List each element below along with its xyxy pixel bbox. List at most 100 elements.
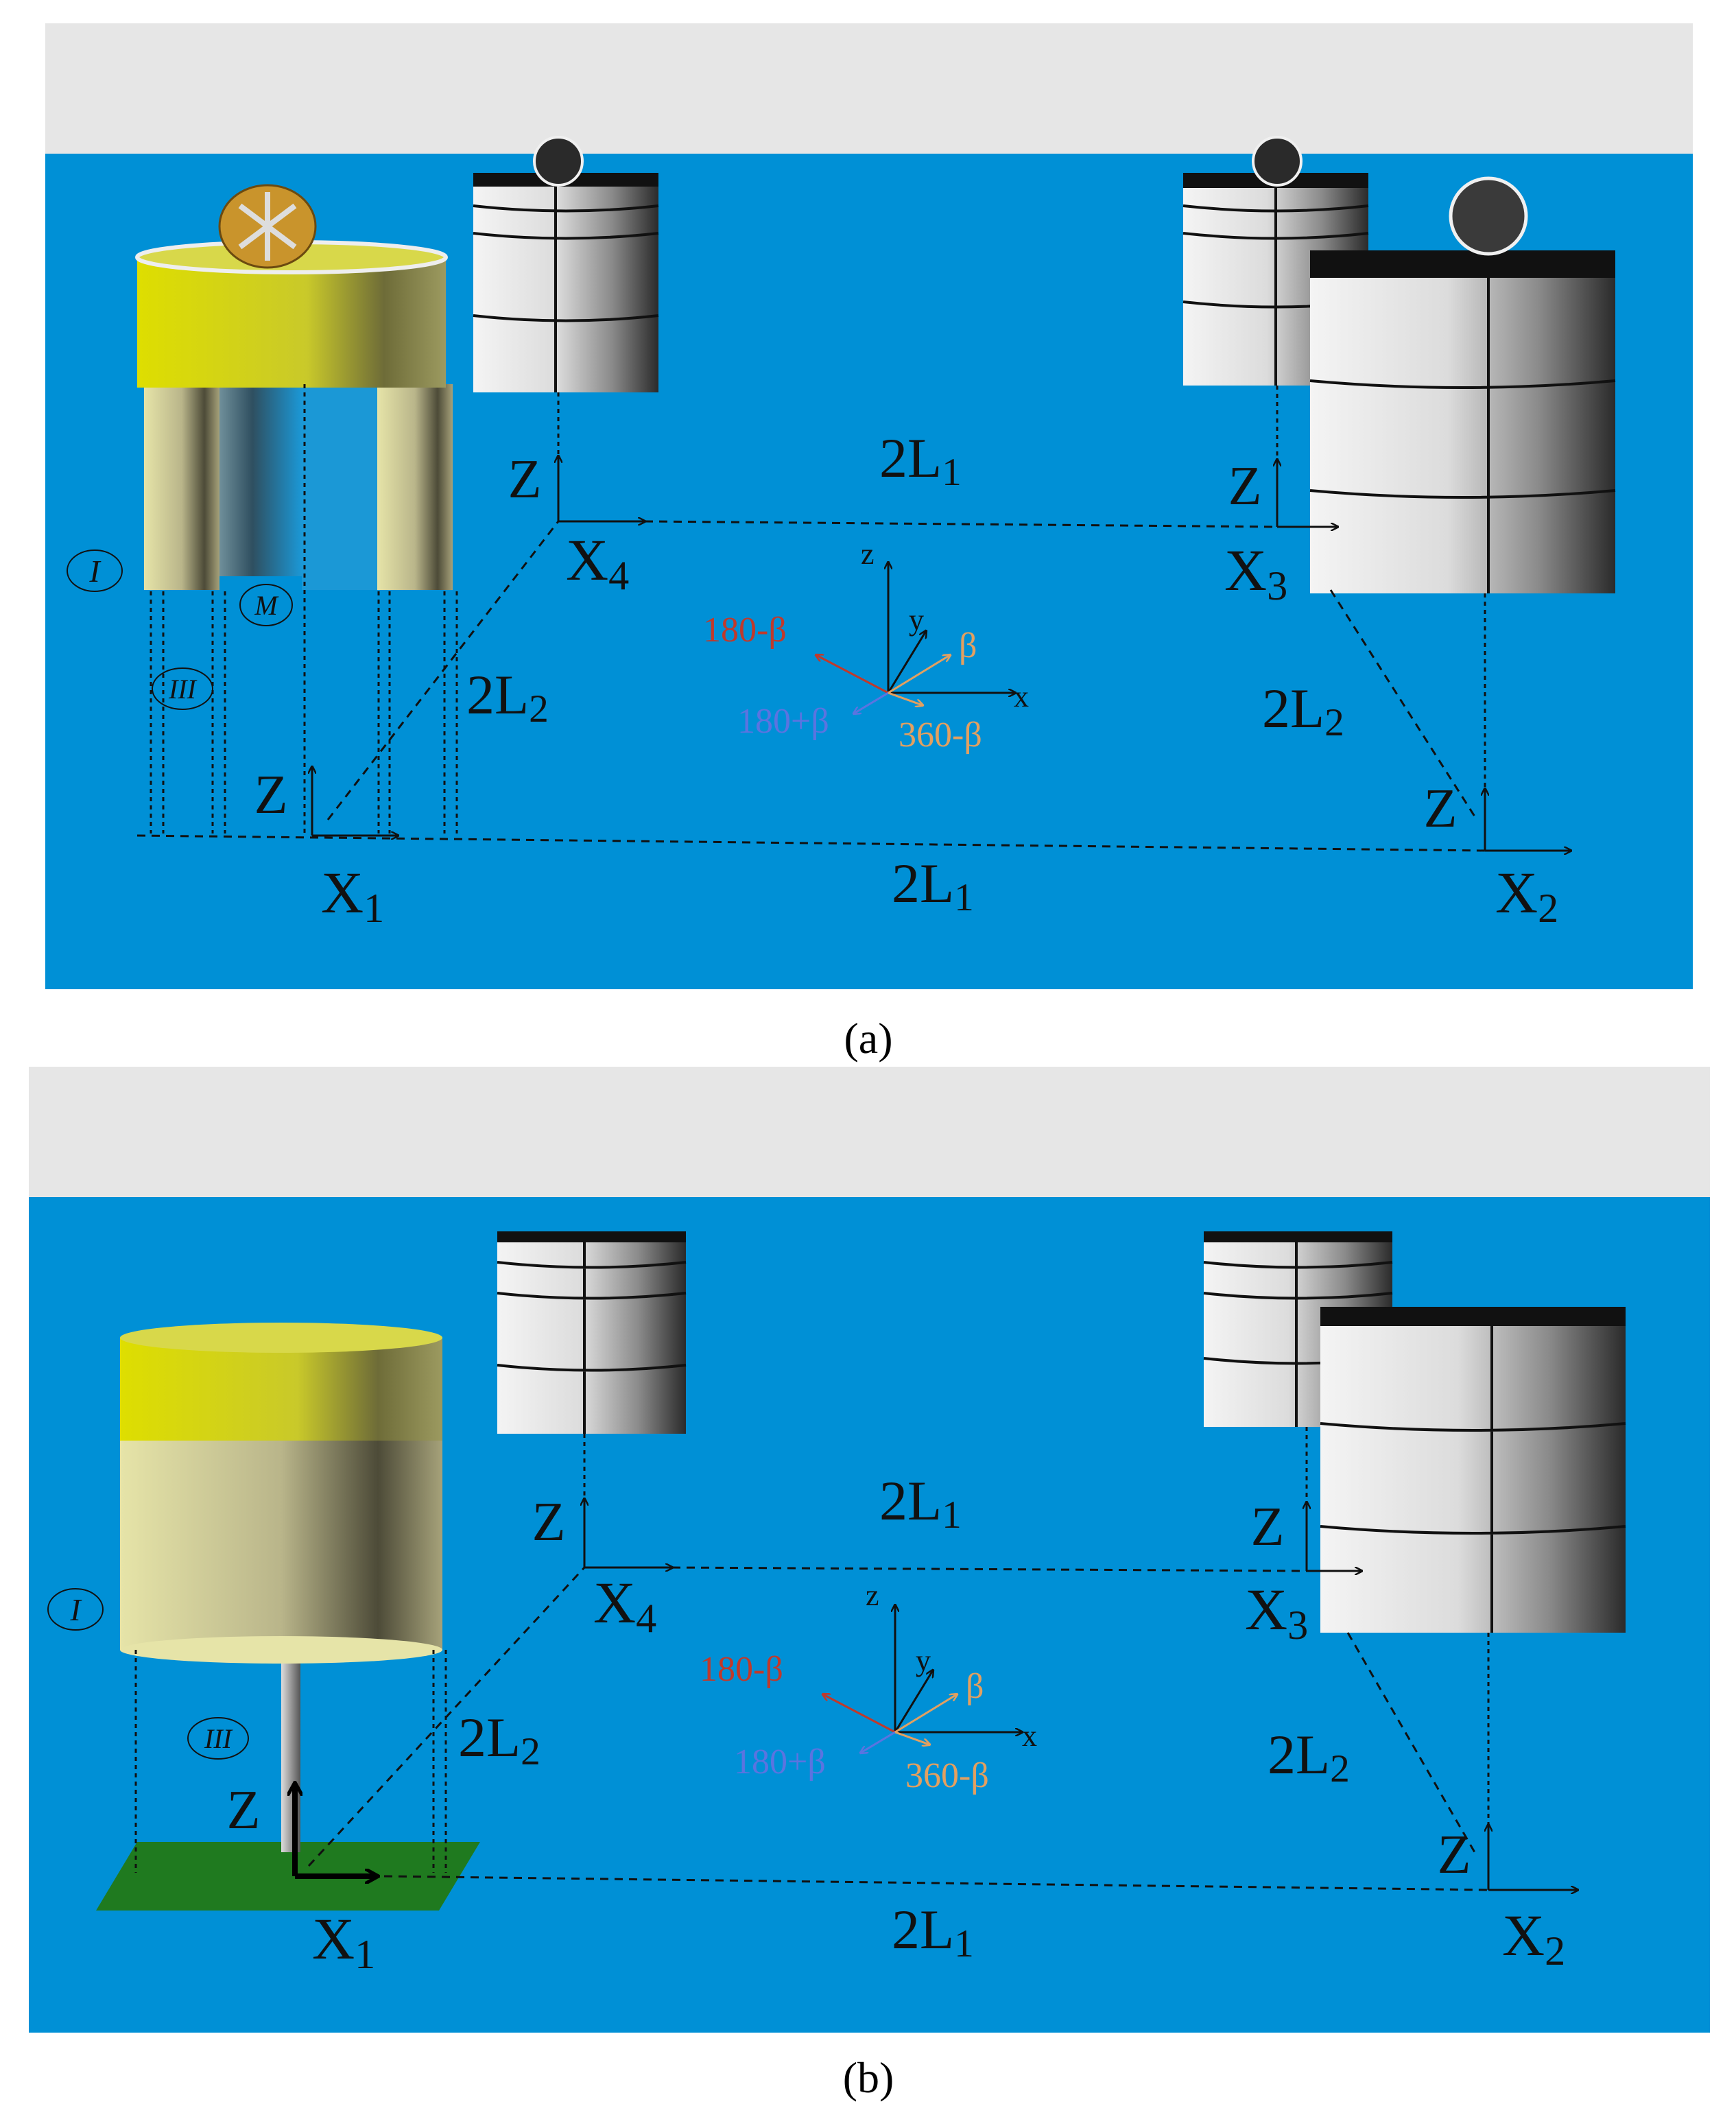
frame-label-z4: Z (532, 1492, 566, 1552)
cylinder-x4 (473, 136, 659, 521)
arrow-180-plus-beta (861, 1731, 896, 1753)
cylinder-seams (1309, 278, 1616, 593)
triad-label-y: y (909, 603, 924, 637)
cylinder-seams (497, 1242, 687, 1434)
sky-band (45, 23, 1693, 154)
pontoon-column-right (377, 384, 453, 590)
cylinder-body (120, 1441, 442, 1650)
triad-label-x: x (1014, 680, 1029, 713)
frame-label-z1: Z (227, 1780, 261, 1841)
cylinder-cap (1310, 250, 1615, 278)
cylinder-bottom (120, 1636, 442, 1664)
zone-label-inner: III (204, 1723, 233, 1754)
spacing-label-l2-right: 2L2 (1262, 677, 1344, 744)
panel-a: I M III (45, 23, 1693, 1063)
sky-band (29, 1067, 1710, 1197)
arrow-180-plus-beta (854, 691, 889, 713)
zone-label-inner-ring (152, 667, 213, 710)
cylinder-cap (1320, 1307, 1626, 1326)
triad-label-180-plus-beta: 180+β (734, 1742, 826, 1782)
frame-label-x4: X4 (593, 1570, 656, 1642)
triad-y-axis (887, 631, 926, 694)
triad-label-z: z (861, 537, 875, 571)
cylinder-x4 (497, 1231, 687, 1568)
zone-label-center-ring (239, 584, 293, 626)
zone-label-outer-ring (47, 1588, 104, 1631)
center-column (219, 384, 302, 576)
frame-label-z4: Z (508, 449, 542, 510)
triad-label-z: z (866, 1578, 879, 1612)
frame-label-z1: Z (254, 765, 288, 825)
turbine-hub-icon (1252, 136, 1303, 187)
spacing-line-top (671, 1566, 1307, 1572)
spacing-label-l1-top: 2L1 (879, 427, 962, 494)
triad-label-180-minus-beta: 180-β (703, 611, 787, 650)
cylinder-body (473, 180, 658, 392)
cylinder-seams (1320, 1326, 1626, 1633)
zone-label-inner-ring (187, 1717, 249, 1760)
cylinder-x3-front (1320, 1307, 1626, 1890)
arrow-beta (888, 655, 950, 694)
cylinder-seams (1203, 1242, 1393, 1427)
triad-label-360-minus-beta: 360-β (905, 1756, 989, 1795)
direction-triad: z y x β 180-β 180+β 360-β (700, 1578, 1037, 1795)
cylinder-seams (473, 187, 659, 392)
frame-label-x1: X1 (312, 1906, 375, 1978)
cylinder-body (1310, 264, 1615, 593)
arrow-360-minus-beta (894, 1731, 929, 1745)
spacing-label-l1-top: 2L1 (879, 1469, 962, 1537)
cylinder-top-band (120, 1338, 442, 1441)
spacing-label-l2-left: 2L2 (466, 663, 549, 731)
frame-label-z2: Z (1438, 1825, 1471, 1885)
triad-label-360-minus-beta: 360-β (899, 715, 982, 755)
cylinder-cap (1204, 1231, 1392, 1242)
frame-label-x1: X1 (321, 860, 384, 932)
frame-label-z3: Z (1251, 1497, 1285, 1557)
rotor-icon (238, 192, 297, 261)
panel-caption-b: (b) (843, 2053, 894, 2102)
spacing-label-l1-bottom: 2L1 (892, 1898, 974, 1965)
zone-label-center: M (254, 590, 279, 621)
triad-label-180-minus-beta: 180-β (700, 1650, 783, 1689)
seabed-ground (96, 1842, 480, 1911)
cylinder-seams (1182, 187, 1369, 386)
spacing-line-right (1329, 589, 1476, 817)
cylinder-cap (497, 1231, 686, 1242)
pontoon-column-left (144, 384, 219, 590)
upper-hull (137, 257, 446, 388)
zone-label-inner: III (168, 674, 198, 705)
cylinder-top (120, 1323, 442, 1353)
arrow-180-minus-beta (823, 1694, 896, 1734)
zone-label-outer: I (88, 554, 102, 589)
frame-label-z3: Z (1228, 456, 1262, 517)
triad-label-180-plus-beta: 180+β (737, 702, 829, 741)
spacing-label-l1-bottom: 2L1 (892, 852, 974, 919)
zone-label-outer-ring (67, 549, 123, 592)
floating-turbine: I M III (67, 184, 458, 833)
frame-label-z2: Z (1424, 779, 1458, 839)
cylinder-body (1320, 1317, 1626, 1633)
panel-b: I III (29, 1067, 1710, 2102)
triad-label-x: x (1022, 1719, 1037, 1753)
spacing-line-top (644, 520, 1278, 528)
zone-label-outer: I (69, 1592, 82, 1627)
frame-label-x3: X3 (1245, 1576, 1308, 1648)
center-column-glow (302, 384, 377, 590)
triad-label-beta: β (959, 626, 977, 665)
arrow-360-minus-beta (888, 691, 923, 705)
spacing-line-left (307, 1566, 586, 1867)
spacing-label-l2-right: 2L2 (1268, 1723, 1350, 1790)
spacing-label-l2-left: 2L2 (458, 1706, 540, 1773)
turbine-hub-icon (533, 136, 584, 187)
turbine-hub-icon (1449, 176, 1528, 256)
projection-lines (150, 384, 458, 833)
frame-label-x2: X2 (1502, 1902, 1565, 1974)
frame-label-x4: X4 (566, 527, 629, 599)
spacing-line-bottom (383, 1875, 1489, 1891)
spacing-line-left (326, 521, 560, 820)
arrow-180-minus-beta (816, 655, 889, 694)
monopile-turbine: I III (47, 1323, 480, 1911)
panel-caption-a: (a) (844, 1014, 892, 1063)
triad-y-axis (894, 1670, 933, 1733)
